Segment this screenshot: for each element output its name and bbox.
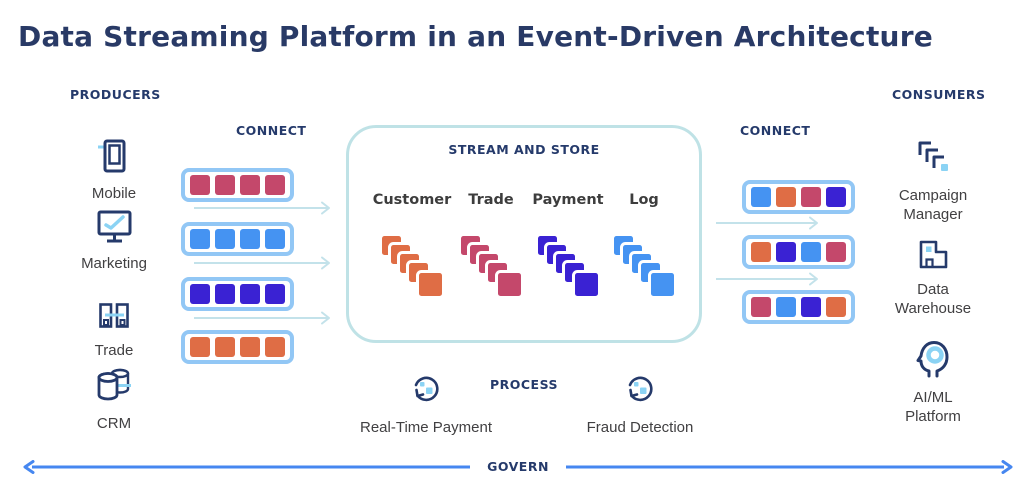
consumer-campaign-manager: Campaign Manager [873, 138, 993, 225]
topic-cascade [614, 236, 674, 296]
process-item-label: Fraud Detection [586, 419, 694, 436]
topic-cascade [538, 236, 598, 296]
event-square-blue [215, 229, 235, 249]
trade-buildings-icon [96, 302, 132, 336]
flow-arrow [716, 272, 818, 286]
stream-square-blue [651, 273, 674, 296]
topic-cascade [382, 236, 442, 296]
producer-label: Mobile [91, 185, 137, 202]
consumer-label: Data Warehouse [894, 281, 972, 317]
event-square-orange [215, 337, 235, 357]
topic-name: Log [629, 192, 659, 208]
event-square-orange [240, 337, 260, 357]
producer-label: CRM [96, 415, 132, 432]
event-square-orange [776, 187, 796, 207]
govern-arrow-right [566, 460, 1013, 474]
event-square-blue [240, 229, 260, 249]
producers-label: PRODUCERS [70, 87, 161, 102]
govern-label: GOVERN [487, 459, 549, 474]
data-warehouse-icon [916, 236, 950, 275]
crm-database-icon [95, 367, 133, 409]
process-label: PROCESS [489, 377, 559, 392]
flow-arrow [194, 311, 330, 325]
flow-arrow [194, 201, 330, 215]
marketing-monitor-icon [95, 210, 133, 249]
event-square-blue [265, 229, 285, 249]
process-fraud-detection: Fraud Detection [560, 372, 720, 438]
producer-crm: CRM [64, 367, 164, 434]
event-square-crimson [240, 175, 260, 195]
flow-arrow [716, 216, 818, 230]
event-queue-left-4 [181, 330, 294, 364]
process-item-label: Real-Time Payment [360, 419, 492, 436]
consumer-data-warehouse: Data Warehouse [873, 236, 993, 319]
connect-right-label: CONNECT [740, 123, 811, 138]
consumers-label: CONSUMERS [892, 87, 986, 102]
event-square-orange [826, 297, 846, 317]
event-square-indigo [826, 187, 846, 207]
stream-store-box [346, 125, 702, 343]
event-square-orange [190, 337, 210, 357]
event-queue-right-2 [742, 235, 855, 269]
topic-name: Trade [468, 192, 514, 208]
event-queue-left-2 [181, 222, 294, 256]
event-square-indigo [240, 284, 260, 304]
govern-arrow-left [23, 460, 470, 474]
event-square-blue [776, 297, 796, 317]
producer-marketing: Marketing [64, 210, 164, 274]
topic-log: Log [612, 192, 676, 296]
producer-label: Trade [94, 342, 134, 359]
event-square-indigo [801, 297, 821, 317]
event-square-crimson [265, 175, 285, 195]
topic-name: Payment [532, 192, 604, 208]
event-queue-left-1 [181, 168, 294, 202]
page-title: Data Streaming Platform in an Event-Driv… [18, 20, 933, 53]
event-square-indigo [776, 242, 796, 262]
stream-square-crimson [498, 273, 521, 296]
consumer-label: AI/ML Platform [905, 389, 961, 425]
connect-left-label: CONNECT [236, 123, 307, 138]
topic-trade: Trade [459, 192, 523, 296]
event-square-indigo [265, 284, 285, 304]
stream-square-orange [419, 273, 442, 296]
event-queue-right-1 [742, 180, 855, 214]
aiml-head-icon [914, 338, 952, 383]
campaign-manager-icon [914, 138, 952, 181]
producer-mobile: Mobile [64, 138, 164, 204]
consumer-aiml-platform: AI/ML Platform [873, 338, 993, 427]
event-queue-left-3 [181, 277, 294, 311]
event-square-crimson [826, 242, 846, 262]
event-square-crimson [190, 175, 210, 195]
topic-customer: Customer [373, 192, 451, 296]
topic-cascade [461, 236, 521, 296]
event-queue-right-3 [742, 290, 855, 324]
cycle-icon [409, 372, 443, 411]
event-square-crimson [215, 175, 235, 195]
mobile-icon [97, 138, 131, 179]
event-square-blue [190, 229, 210, 249]
event-square-crimson [801, 187, 821, 207]
topic-payment: Payment [532, 192, 604, 296]
event-square-indigo [215, 284, 235, 304]
event-square-orange [265, 337, 285, 357]
producer-trade: Trade [64, 302, 164, 361]
stream-square-indigo [575, 273, 598, 296]
event-square-blue [751, 187, 771, 207]
consumer-label: Campaign Manager [898, 187, 968, 223]
event-square-orange [751, 242, 771, 262]
process-real-time-payment: Real-Time Payment [346, 372, 506, 438]
event-square-indigo [190, 284, 210, 304]
topic-name: Customer [372, 192, 452, 208]
flow-arrow [194, 256, 330, 270]
producer-label: Marketing [81, 255, 147, 272]
cycle-icon [623, 372, 657, 411]
event-square-blue [801, 242, 821, 262]
stream-store-label: STREAM AND STORE [448, 142, 600, 157]
event-square-crimson [751, 297, 771, 317]
